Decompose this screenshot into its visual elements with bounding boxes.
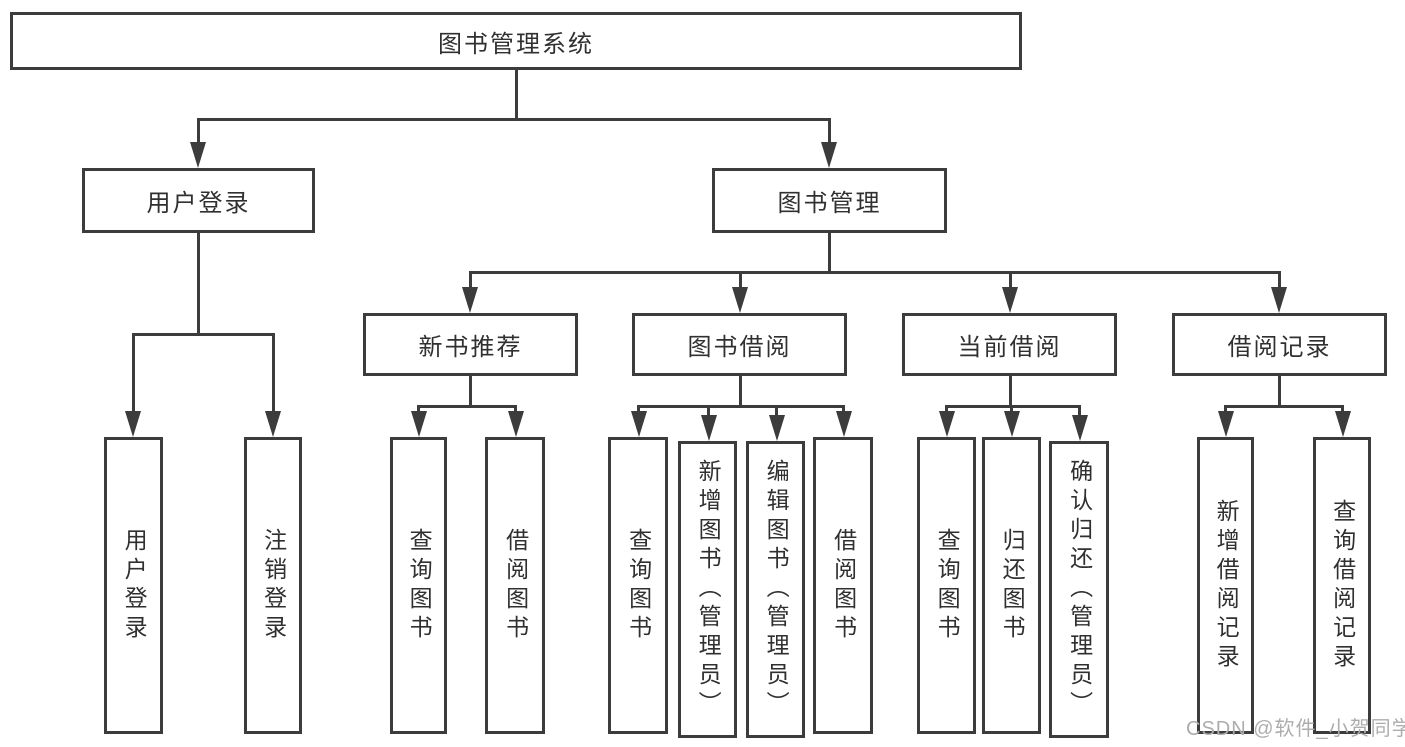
arrow-down-icon [508, 411, 524, 437]
connector-line [707, 405, 710, 419]
connector-line [132, 333, 135, 415]
node-book-borrowing-label: 图书借阅 [687, 334, 792, 361]
connector-line [1278, 376, 1281, 407]
arrow-down-icon [1335, 411, 1351, 437]
arrow-down-icon [732, 287, 748, 313]
connector-line [945, 405, 1081, 408]
arrow-down-icon [265, 411, 281, 437]
node-edit-book-admin: 编辑图书（管理员） [746, 441, 805, 738]
arrow-down-icon [939, 411, 955, 437]
watermark-text: CSDN @软件_小贺同学 [1186, 718, 1405, 740]
connector-line [637, 405, 845, 408]
node-library-system: 图书管理系统 [10, 12, 1022, 70]
node-new-book-recommend: 新书推荐 [363, 313, 578, 376]
connector-line [828, 233, 831, 273]
node-query-books-current: 查询图书 [917, 437, 976, 734]
arrow-down-icon [836, 411, 852, 437]
connector-line [1078, 405, 1081, 419]
arrow-down-icon [769, 415, 785, 441]
node-query-books-borrowing: 查询图书 [608, 437, 668, 734]
connector-line [197, 118, 200, 146]
node-confirm-return-admin: 确认归还（管理员） [1049, 441, 1109, 738]
node-borrow-books-borrowing: 借阅图书 [813, 437, 873, 734]
connector-line [739, 271, 742, 289]
connector-line [1278, 271, 1281, 289]
node-return-book-label: 归还图书 [999, 527, 1026, 644]
node-query-books-recommend-label: 查询图书 [406, 527, 433, 644]
node-query-books-current-label: 查询图书 [934, 527, 961, 644]
node-new-book-recommend-label: 新书推荐 [418, 334, 523, 361]
arrow-down-icon [1271, 287, 1287, 313]
node-add-book-admin: 新增图书（管理员） [678, 441, 737, 738]
node-logout-action: 注销登录 [244, 437, 302, 734]
node-add-borrow-record-label: 新增借阅记录 [1213, 498, 1240, 673]
node-logout-action-label: 注销登录 [260, 527, 287, 644]
arrow-down-icon [190, 142, 206, 168]
arrow-down-icon [1004, 411, 1020, 437]
connector-line [469, 271, 1280, 274]
connector-line [272, 333, 275, 415]
node-borrow-books-recommend-label: 借阅图书 [502, 527, 529, 644]
node-current-borrowing-label: 当前借阅 [957, 334, 1062, 361]
connector-line [515, 70, 518, 120]
connector-line [775, 405, 778, 419]
arrow-down-icon [701, 415, 717, 441]
connector-line [417, 405, 517, 408]
arrow-down-icon [462, 287, 478, 313]
node-book-management: 图书管理 [712, 168, 947, 233]
connector-line [469, 376, 472, 407]
node-user-login-action: 用户登录 [104, 437, 163, 734]
node-borrow-books-borrowing-label: 借阅图书 [830, 527, 857, 644]
connector-line [1224, 405, 1344, 408]
node-current-borrowing: 当前借阅 [902, 313, 1117, 376]
connector-line [197, 233, 200, 335]
arrow-down-icon [1002, 287, 1018, 313]
node-library-system-label: 图书管理系统 [438, 30, 594, 58]
connector-line [132, 333, 274, 336]
node-return-book: 归还图书 [982, 437, 1041, 734]
node-user-login-action-label: 用户登录 [121, 527, 148, 644]
node-add-borrow-record: 新增借阅记录 [1197, 437, 1254, 734]
node-query-books-borrowing-label: 查询图书 [625, 527, 652, 644]
node-user-login-label: 用户登录 [146, 190, 251, 217]
node-edit-book-admin-label: 编辑图书（管理员） [763, 459, 790, 720]
arrow-down-icon [631, 411, 647, 437]
node-user-login: 用户登录 [82, 168, 315, 233]
node-borrow-books-recommend: 借阅图书 [485, 437, 545, 734]
node-query-borrow-record: 查询借阅记录 [1313, 437, 1371, 734]
node-add-book-admin-label: 新增图书（管理员） [695, 459, 722, 720]
arrow-down-icon [1218, 411, 1234, 437]
connector-line [469, 271, 472, 289]
connector-line [1009, 376, 1012, 407]
connector-line [1009, 271, 1012, 289]
arrow-down-icon [821, 142, 837, 168]
arrow-down-icon [411, 411, 427, 437]
connector-line [197, 118, 831, 121]
node-book-borrowing: 图书借阅 [632, 313, 847, 376]
connector-line [739, 376, 742, 407]
node-query-borrow-record-label: 查询借阅记录 [1329, 498, 1356, 673]
arrow-down-icon [125, 411, 141, 437]
connector-line [828, 118, 831, 146]
arrow-down-icon [1072, 415, 1088, 441]
node-borrow-records: 借阅记录 [1172, 313, 1387, 376]
node-query-books-recommend: 查询图书 [390, 437, 447, 734]
node-confirm-return-admin-label: 确认归还（管理员） [1066, 459, 1093, 720]
node-borrow-records-label: 借阅记录 [1227, 334, 1332, 361]
node-book-management-label: 图书管理 [777, 190, 882, 217]
